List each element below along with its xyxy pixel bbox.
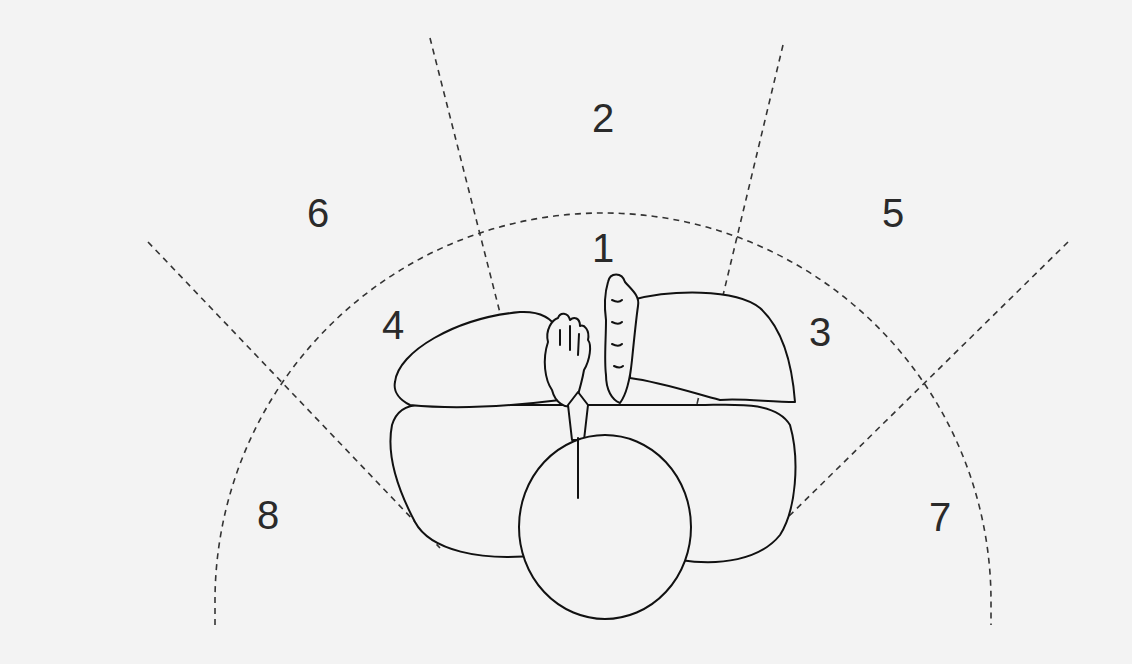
- zone-number: 1: [589, 228, 617, 268]
- left-forearm: [395, 312, 560, 407]
- right-forearm: [630, 293, 795, 402]
- zone-number: 6: [304, 193, 332, 233]
- zone-number: 2: [589, 98, 617, 138]
- zone-number: 7: [926, 497, 954, 537]
- right-fingers: [612, 300, 623, 368]
- left-hand: [545, 314, 590, 407]
- head: [519, 435, 691, 619]
- collar: [568, 392, 588, 440]
- right-hand: [605, 275, 638, 404]
- person-top-view: [390, 275, 795, 620]
- zone-boundaries: [148, 38, 1068, 625]
- zone-number: 5: [879, 193, 907, 233]
- left-fingers: [560, 326, 579, 355]
- zone-divider: [148, 242, 440, 548]
- hair-parting: [577, 438, 579, 498]
- zone-divider: [780, 242, 1068, 525]
- zone-number: 8: [254, 495, 282, 535]
- zone-number: 3: [806, 312, 834, 352]
- zone-number: 4: [379, 305, 407, 345]
- reach-arc: [215, 213, 991, 625]
